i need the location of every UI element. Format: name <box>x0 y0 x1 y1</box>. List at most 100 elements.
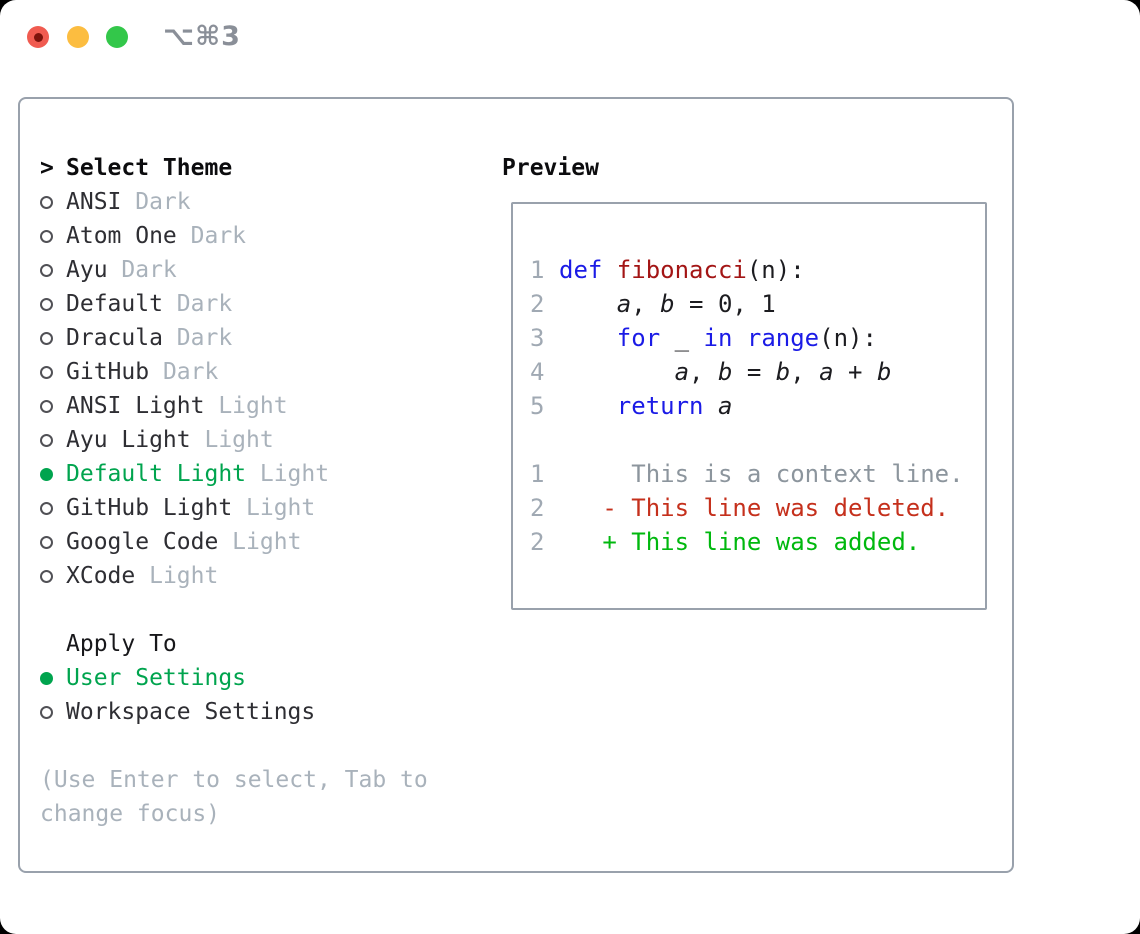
spacer-row <box>40 593 428 627</box>
radio-icon <box>40 399 53 413</box>
theme-option-github-dark[interactable]: GitHub Dark <box>40 355 428 389</box>
theme-name: Atom One <box>66 223 177 249</box>
radio-icon <box>40 501 53 515</box>
token-pl: , <box>631 290 661 318</box>
diff-line: 2 + This line was added. <box>530 525 985 559</box>
line-number: 3 <box>530 324 545 352</box>
radio-icon <box>40 229 53 243</box>
token-add: + This line was added. <box>559 528 921 556</box>
preview-title: Preview <box>502 155 599 181</box>
line-number: 1 <box>530 460 545 488</box>
token-var: b <box>717 358 733 386</box>
radio-icon <box>40 331 53 345</box>
radio-icon <box>40 705 53 719</box>
token-kw: for <box>616 324 661 352</box>
titlebar: ⌥⌘3 <box>0 0 1140 90</box>
theme-variant-tag: Dark <box>107 257 177 283</box>
theme-name: Ayu Light <box>66 427 191 453</box>
token-var: a <box>616 290 632 318</box>
theme-name: Ayu <box>66 257 108 283</box>
close-button[interactable] <box>27 26 49 48</box>
apply-option-workspace-settings[interactable]: Workspace Settings <box>40 695 428 729</box>
diff-line: 2 - This line was deleted. <box>530 491 985 525</box>
line-number: 2 <box>530 528 545 556</box>
line-number: 1 <box>530 256 545 284</box>
spacer-row <box>530 423 985 457</box>
line-number: 2 <box>530 290 545 318</box>
close-dot-icon <box>33 32 43 42</box>
theme-variant-tag: Light <box>232 495 316 521</box>
maximize-button[interactable] <box>106 26 128 48</box>
code-line: 3 for _ in range(n): <box>530 321 985 355</box>
theme-variant-tag: Light <box>190 427 274 453</box>
help-text: (Use Enter to select, Tab to change focus… <box>40 763 428 831</box>
token-var: a <box>819 358 834 386</box>
theme-name: XCode <box>66 563 136 589</box>
theme-variant-tag: Light <box>246 461 330 487</box>
spacer-row <box>40 729 428 763</box>
token-del: - This line was deleted. <box>559 494 950 522</box>
apply-to-title: Apply To <box>66 631 177 657</box>
token-pl <box>559 358 675 386</box>
code-line: 5 return a <box>530 389 985 423</box>
token-kw: return <box>616 392 704 420</box>
apply-option-label: Workspace Settings <box>66 699 316 725</box>
token-pl <box>704 392 718 420</box>
theme-variant-tag: Dark <box>176 223 247 249</box>
token-kw: def <box>559 256 617 284</box>
token-pl <box>559 392 617 420</box>
radio-selected-icon <box>40 671 53 685</box>
radio-icon <box>40 569 53 583</box>
theme-option-ansi-light-light[interactable]: ANSI Light Light <box>40 389 428 423</box>
apply-option-label: User Settings <box>66 665 247 691</box>
theme-name: Default <box>66 291 163 317</box>
line-number: 4 <box>530 358 545 386</box>
token-pl: = 0, 1 <box>674 290 776 318</box>
line-number: 2 <box>530 494 545 522</box>
radio-icon <box>40 297 53 311</box>
token-pl: , <box>790 358 820 386</box>
theme-option-github-light-light[interactable]: GitHub Light Light <box>40 491 428 525</box>
token-pl: = <box>732 358 776 386</box>
minimize-button[interactable] <box>67 26 89 48</box>
token-pl: , <box>689 358 718 386</box>
theme-name: Default Light <box>66 461 247 487</box>
cursor-icon: > <box>40 155 54 181</box>
theme-variant-tag: Light <box>204 393 288 419</box>
theme-variant-tag: Light <box>218 529 302 555</box>
theme-option-default-light-light[interactable]: Default Light Light <box>40 457 428 491</box>
token-var: b <box>876 358 892 386</box>
radio-icon <box>40 263 53 277</box>
apply-option-user-settings[interactable]: User Settings <box>40 661 428 695</box>
help-line: change focus) <box>40 801 221 827</box>
token-kw: in <box>703 324 733 352</box>
line-content: return a <box>559 392 733 420</box>
theme-option-ansi-dark[interactable]: ANSI Dark <box>40 185 428 219</box>
theme-name: ANSI <box>66 189 122 215</box>
theme-option-atom-one-dark[interactable]: Atom One Dark <box>40 219 428 253</box>
theme-variant-tag: Dark <box>162 325 233 351</box>
line-content: a, b = b, a + b <box>559 358 892 386</box>
theme-option-xcode-light[interactable]: XCode Light <box>40 559 428 593</box>
code-line: 2 a, b = 0, 1 <box>530 287 985 321</box>
theme-variant-tag: Dark <box>121 189 191 215</box>
theme-option-google-code-light[interactable]: Google Code Light <box>40 525 428 559</box>
select-theme-title: Select Theme <box>66 155 233 181</box>
theme-option-ayu-dark[interactable]: Ayu Dark <box>40 253 428 287</box>
theme-option-dracula-dark[interactable]: Dracula Dark <box>40 321 428 355</box>
token-pl: + <box>833 358 877 386</box>
token-var: b <box>775 358 791 386</box>
apply-to-header: Apply To <box>40 627 428 661</box>
theme-option-ayu-light-light[interactable]: Ayu Light Light <box>40 423 428 457</box>
token-fn: fibonacci <box>616 256 747 284</box>
theme-option-default-dark[interactable]: Default Dark <box>40 287 428 321</box>
radio-icon <box>40 433 53 447</box>
token-var: a <box>674 358 690 386</box>
diff-preview: 1 This is a context line.2 - This line w… <box>530 457 985 559</box>
help-line: (Use Enter to select, Tab to <box>40 767 428 793</box>
theme-name: GitHub <box>66 359 150 385</box>
